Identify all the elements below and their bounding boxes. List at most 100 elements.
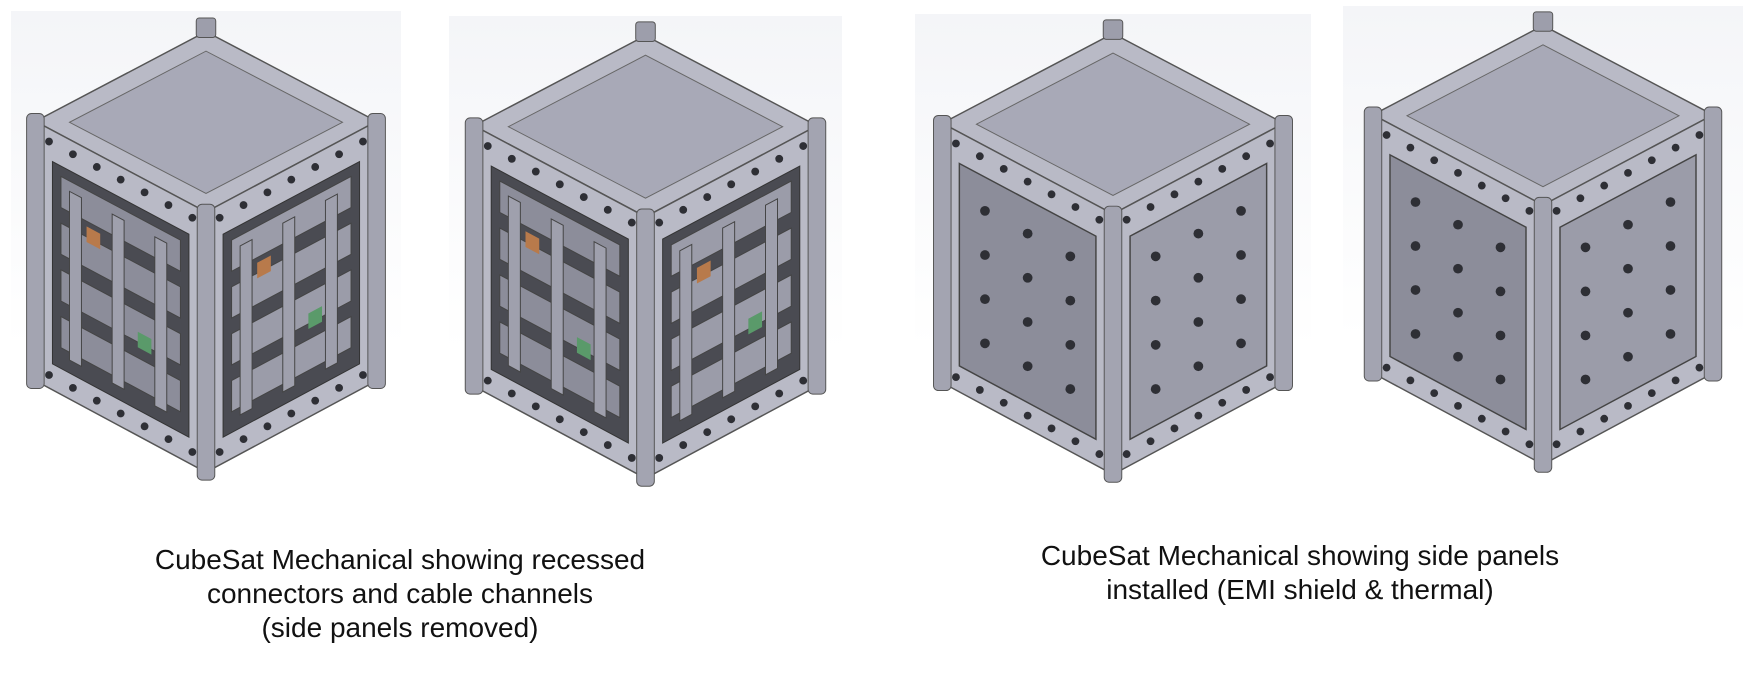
- screw-icon: [263, 422, 272, 431]
- corner-foot: [1102, 19, 1124, 40]
- caption-line: installed (EMI shield & thermal): [1106, 574, 1494, 605]
- cubesat-render-closed-2: [1343, 6, 1743, 482]
- connector: [748, 311, 763, 335]
- cubesat-drawing: [26, 17, 386, 481]
- screw-icon: [1410, 285, 1421, 295]
- screw-icon: [1580, 242, 1591, 253]
- screw-icon: [1695, 363, 1704, 372]
- caption-panels-installed: CubeSat Mechanical showing side panels i…: [940, 539, 1660, 607]
- standoff: [154, 235, 168, 414]
- right-face-panel: [1129, 162, 1268, 441]
- screw-icon: [1495, 242, 1506, 253]
- screw-icon: [1410, 197, 1421, 207]
- screw-icon: [1022, 228, 1033, 239]
- screw-icon: [188, 448, 197, 456]
- standoff: [550, 218, 564, 396]
- screw-icon: [1146, 437, 1155, 446]
- screw-icon: [655, 454, 664, 462]
- screw-icon: [727, 415, 736, 424]
- screw-icon: [603, 205, 612, 214]
- screw-icon: [1647, 389, 1656, 398]
- screw-icon: [1495, 374, 1506, 385]
- screw-icon: [1218, 165, 1227, 173]
- screw-icon: [1525, 440, 1534, 449]
- screw-icon: [1580, 374, 1591, 385]
- right-face-panel: [1559, 153, 1697, 431]
- screw-icon: [799, 376, 808, 385]
- screw-icon: [483, 142, 492, 150]
- cubesat-render-open-1: [11, 11, 401, 491]
- screw-icon: [1624, 169, 1632, 177]
- screw-icon: [1218, 398, 1227, 407]
- screw-icon: [311, 163, 320, 171]
- screw-icon: [1406, 143, 1415, 152]
- cubesat-drawing: [933, 19, 1293, 483]
- screw-icon: [1501, 194, 1510, 203]
- screw-icon: [1266, 373, 1274, 382]
- screw-icon: [1022, 361, 1033, 372]
- screw-icon: [1022, 272, 1033, 283]
- left-face-panel: [1389, 153, 1527, 431]
- caption-panels-removed: CubeSat Mechanical showing recessed conn…: [40, 543, 760, 645]
- screw-icon: [164, 435, 173, 444]
- screw-icon: [335, 383, 343, 392]
- screw-icon: [980, 338, 990, 349]
- screw-icon: [627, 218, 636, 227]
- screw-icon: [1193, 361, 1204, 372]
- corner-rail: [636, 208, 655, 487]
- connector: [137, 331, 152, 355]
- corner-rail: [196, 203, 216, 481]
- screw-icon: [164, 201, 173, 209]
- top-plate: [68, 50, 344, 195]
- screw-icon: [359, 371, 367, 379]
- screw-icon: [1170, 424, 1179, 433]
- screw-icon: [507, 389, 516, 398]
- screw-icon: [140, 422, 149, 431]
- corner-foot: [1532, 11, 1554, 32]
- screw-icon: [1600, 414, 1609, 423]
- screw-icon: [1071, 437, 1080, 446]
- screw-icon: [1453, 307, 1463, 318]
- screw-icon: [45, 371, 53, 379]
- screw-icon: [92, 163, 101, 171]
- screw-icon: [1047, 190, 1056, 199]
- screw-icon: [1430, 156, 1439, 165]
- screw-icon: [483, 376, 492, 385]
- screw-icon: [1665, 197, 1676, 207]
- connector: [308, 306, 323, 330]
- screw-icon: [1665, 241, 1676, 251]
- corner-foot: [195, 17, 217, 38]
- connector: [696, 260, 711, 284]
- screw-icon: [1194, 177, 1203, 186]
- screw-icon: [1236, 294, 1246, 305]
- screw-icon: [751, 402, 760, 411]
- screw-icon: [1170, 190, 1179, 199]
- screw-icon: [555, 180, 564, 189]
- screw-icon: [679, 441, 688, 449]
- standoff: [282, 216, 296, 393]
- screw-icon: [1095, 215, 1104, 224]
- screw-icon: [999, 165, 1008, 173]
- screw-icon: [1454, 402, 1462, 410]
- screw-icon: [1410, 241, 1421, 251]
- screw-icon: [1150, 295, 1161, 306]
- screw-icon: [1647, 156, 1656, 165]
- screw-icon: [975, 152, 984, 161]
- corner-rail: [1533, 196, 1553, 473]
- screw-icon: [1122, 450, 1131, 458]
- screw-icon: [1623, 351, 1633, 362]
- screw-icon: [1194, 411, 1203, 420]
- screw-icon: [952, 373, 960, 382]
- screw-icon: [215, 213, 224, 222]
- screw-icon: [579, 428, 588, 437]
- screw-icon: [1022, 317, 1033, 327]
- screw-icon: [655, 218, 664, 227]
- screw-icon: [531, 167, 540, 176]
- screw-icon: [1065, 251, 1076, 262]
- screw-icon: [531, 402, 540, 411]
- connector: [576, 337, 591, 361]
- screw-icon: [1406, 376, 1415, 385]
- screw-icon: [1580, 286, 1591, 297]
- screw-icon: [1242, 386, 1251, 394]
- screw-icon: [69, 383, 77, 392]
